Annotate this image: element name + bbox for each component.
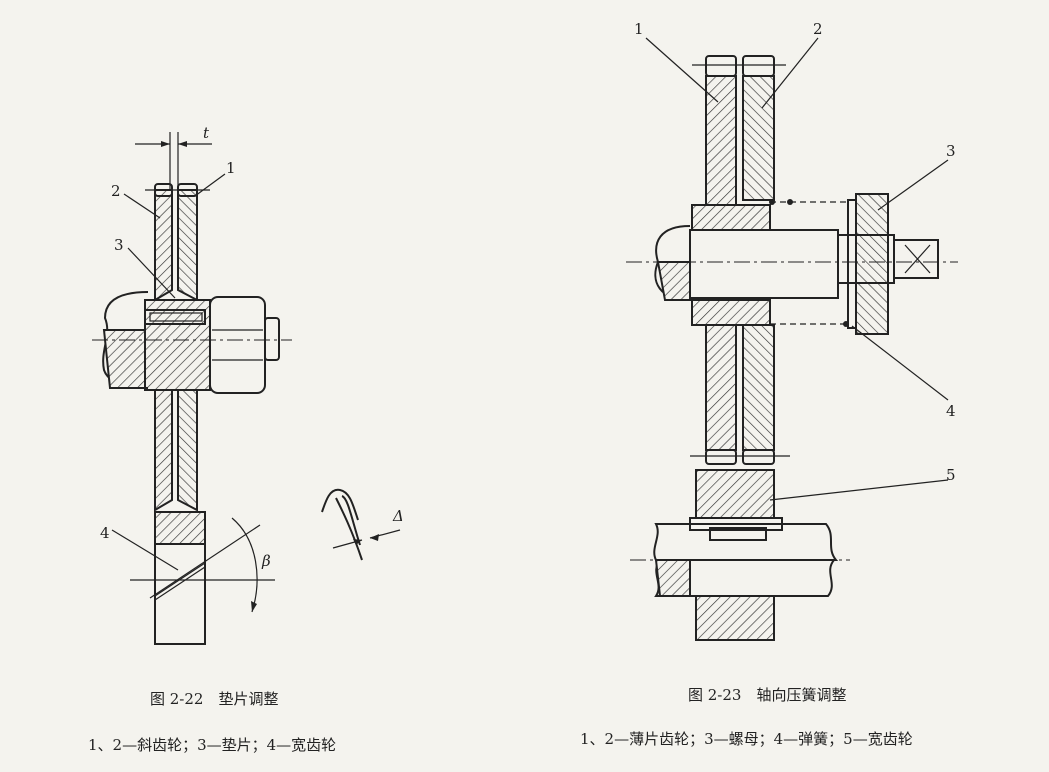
symbol-delta: Δ <box>392 507 404 525</box>
symbol-t: t <box>203 124 210 142</box>
backlash-detail: Δ <box>321 488 404 561</box>
figure-2-23-legend: 1、2—薄片齿轮；3—螺母；4—弹簧；5—宽齿轮 <box>580 730 913 748</box>
figure-2-22-title: 图 2-22 垫片调整 <box>150 690 279 708</box>
figure-2-23-title: 图 2-23 轴向压簧调整 <box>688 686 847 704</box>
callout-left-1: 1 <box>226 159 236 177</box>
nut-3 <box>855 193 889 335</box>
callout-right-5: 5 <box>946 466 956 484</box>
callout-left-2: 2 <box>111 182 121 200</box>
callout-right-1: 1 <box>634 20 644 38</box>
callout-right-2: 2 <box>813 20 823 38</box>
figure-2-22-drawing: t <box>92 124 292 645</box>
gear-2-upper <box>154 189 173 302</box>
thickness-dimension: t <box>135 124 212 190</box>
thin-gear-2 <box>742 75 775 201</box>
gear-1-upper <box>177 189 198 302</box>
figure-2-22-legend: 1、2—斜齿轮；3—垫片；4—宽齿轮 <box>88 736 337 754</box>
callout-left-3: 3 <box>114 236 124 254</box>
wide-gear-4 <box>154 511 206 545</box>
symbol-beta: β <box>261 552 271 570</box>
wide-gear-5 <box>695 469 775 519</box>
shaft-right <box>689 229 839 299</box>
callout-right-3: 3 <box>946 142 956 160</box>
callout-right-4: 4 <box>946 402 956 420</box>
nut-left <box>209 296 266 394</box>
callout-left-4: 4 <box>100 524 110 542</box>
figure-2-23-drawing: 1 2 3 4 5 <box>626 20 958 641</box>
